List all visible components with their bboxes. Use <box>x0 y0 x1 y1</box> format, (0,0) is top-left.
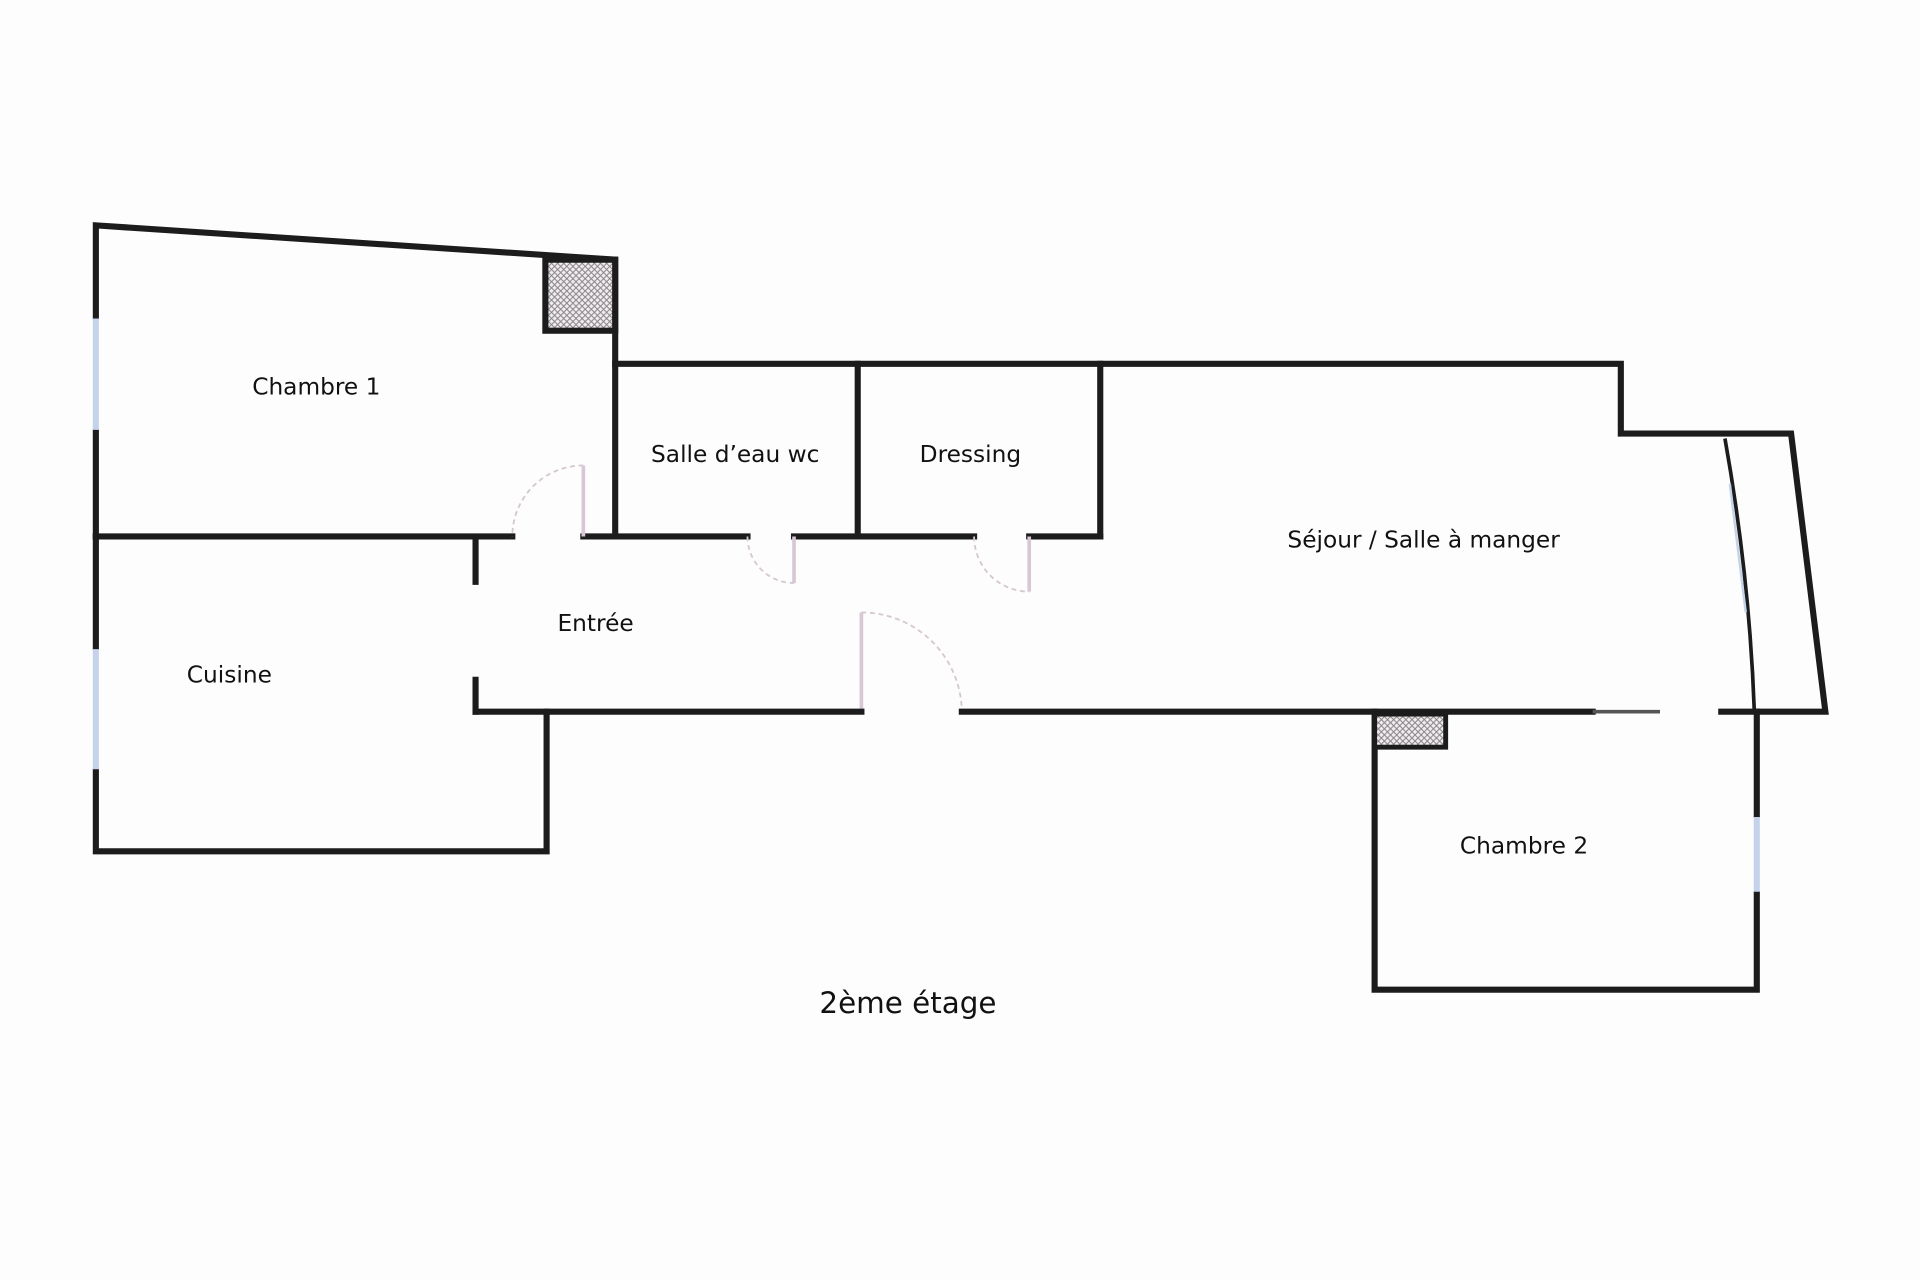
room-label-salle-eau: Salle d’eau wc <box>651 441 819 468</box>
door-chambre-1 <box>511 464 586 537</box>
door-dressing <box>973 536 1032 593</box>
corridor-south-wall <box>472 539 1661 715</box>
room-label-sejour: Séjour / Salle à manger <box>1287 527 1560 554</box>
chimney-2 <box>1372 711 1449 750</box>
room-label-chambre-1: Chambre 1 <box>252 373 380 400</box>
sejour-walls <box>612 360 1829 715</box>
room-label-chambre-2: Chambre 2 <box>1460 833 1588 860</box>
door-salle-eau <box>746 536 796 584</box>
door-entrance <box>859 611 963 712</box>
floor-title: 2ème étage <box>819 986 996 1020</box>
chimney-1 <box>542 256 619 334</box>
chambre-1-walls <box>92 222 619 540</box>
room-label-cuisine: Cuisine <box>187 661 272 688</box>
room-label-entree: Entrée <box>557 610 633 637</box>
room-label-dressing: Dressing <box>920 441 1022 468</box>
chambre-2-walls <box>1371 708 1760 993</box>
cuisine-walls <box>92 533 550 855</box>
